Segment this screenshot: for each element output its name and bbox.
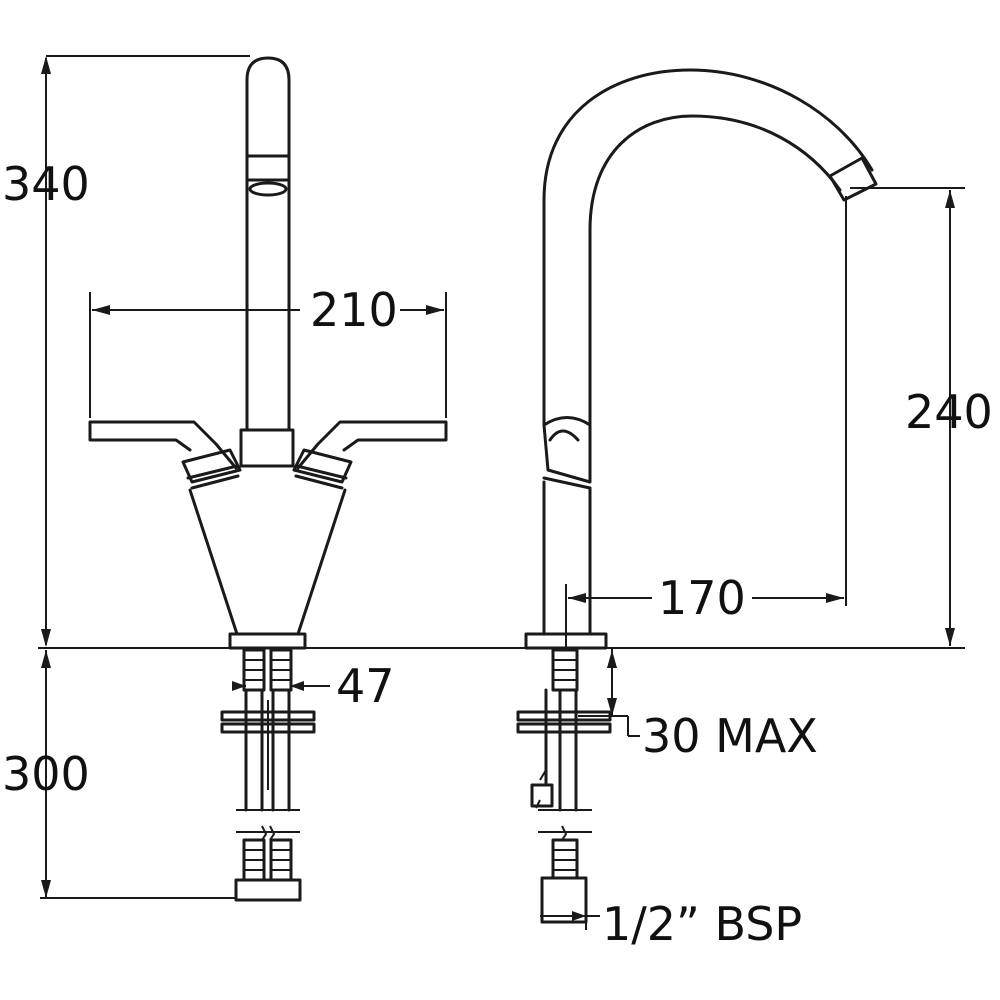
- side-lever-detail: [542, 429, 592, 490]
- front-spout-outlet: [248, 181, 288, 197]
- front-view: 340 300 210 47: [2, 55, 965, 902]
- front-spout-aerator: [245, 154, 291, 182]
- front-connector-nut: [234, 878, 302, 902]
- side-tails: [516, 648, 612, 924]
- front-base-plate: [228, 632, 307, 650]
- front-spout: [245, 56, 291, 432]
- dim-deck-thickness: [578, 648, 640, 737]
- dim-overall-height: [41, 55, 250, 647]
- side-handle: [542, 416, 592, 484]
- side-view: 240 170 30 MAX 1/2” BSP: [516, 68, 993, 951]
- dim-spout-reach: [565, 196, 847, 650]
- spout-height-label: 240: [905, 385, 993, 439]
- right-lever-handle: [296, 420, 448, 470]
- overall-height-label: 340: [2, 157, 90, 211]
- side-spout-outer: [542, 68, 874, 427]
- pipe-spacing-label: 47: [336, 659, 395, 713]
- side-body: [542, 480, 592, 636]
- front-conical-body: [188, 464, 347, 636]
- dim-pipe-spacing: [232, 681, 330, 691]
- left-lever-handle: [88, 420, 238, 470]
- side-spout-nozzle: [828, 156, 878, 202]
- spout-reach-label: 170: [658, 571, 746, 625]
- front-tails: [220, 648, 316, 902]
- side-spout-inner: [588, 114, 842, 427]
- right-handle-hub: [292, 448, 353, 490]
- handle-span-label: 210: [310, 283, 398, 337]
- dim-tail-length: [40, 650, 236, 899]
- dim-spout-height: [850, 187, 965, 646]
- dim-connection: [540, 890, 600, 930]
- dim-handle-span: [89, 292, 447, 418]
- tail-length-label: 300: [2, 747, 90, 801]
- left-handle-hub: [181, 448, 242, 490]
- deck-thickness-label: 30 MAX: [642, 709, 818, 763]
- front-central-hub: [239, 428, 295, 468]
- connection-label: 1/2” BSP: [602, 897, 802, 951]
